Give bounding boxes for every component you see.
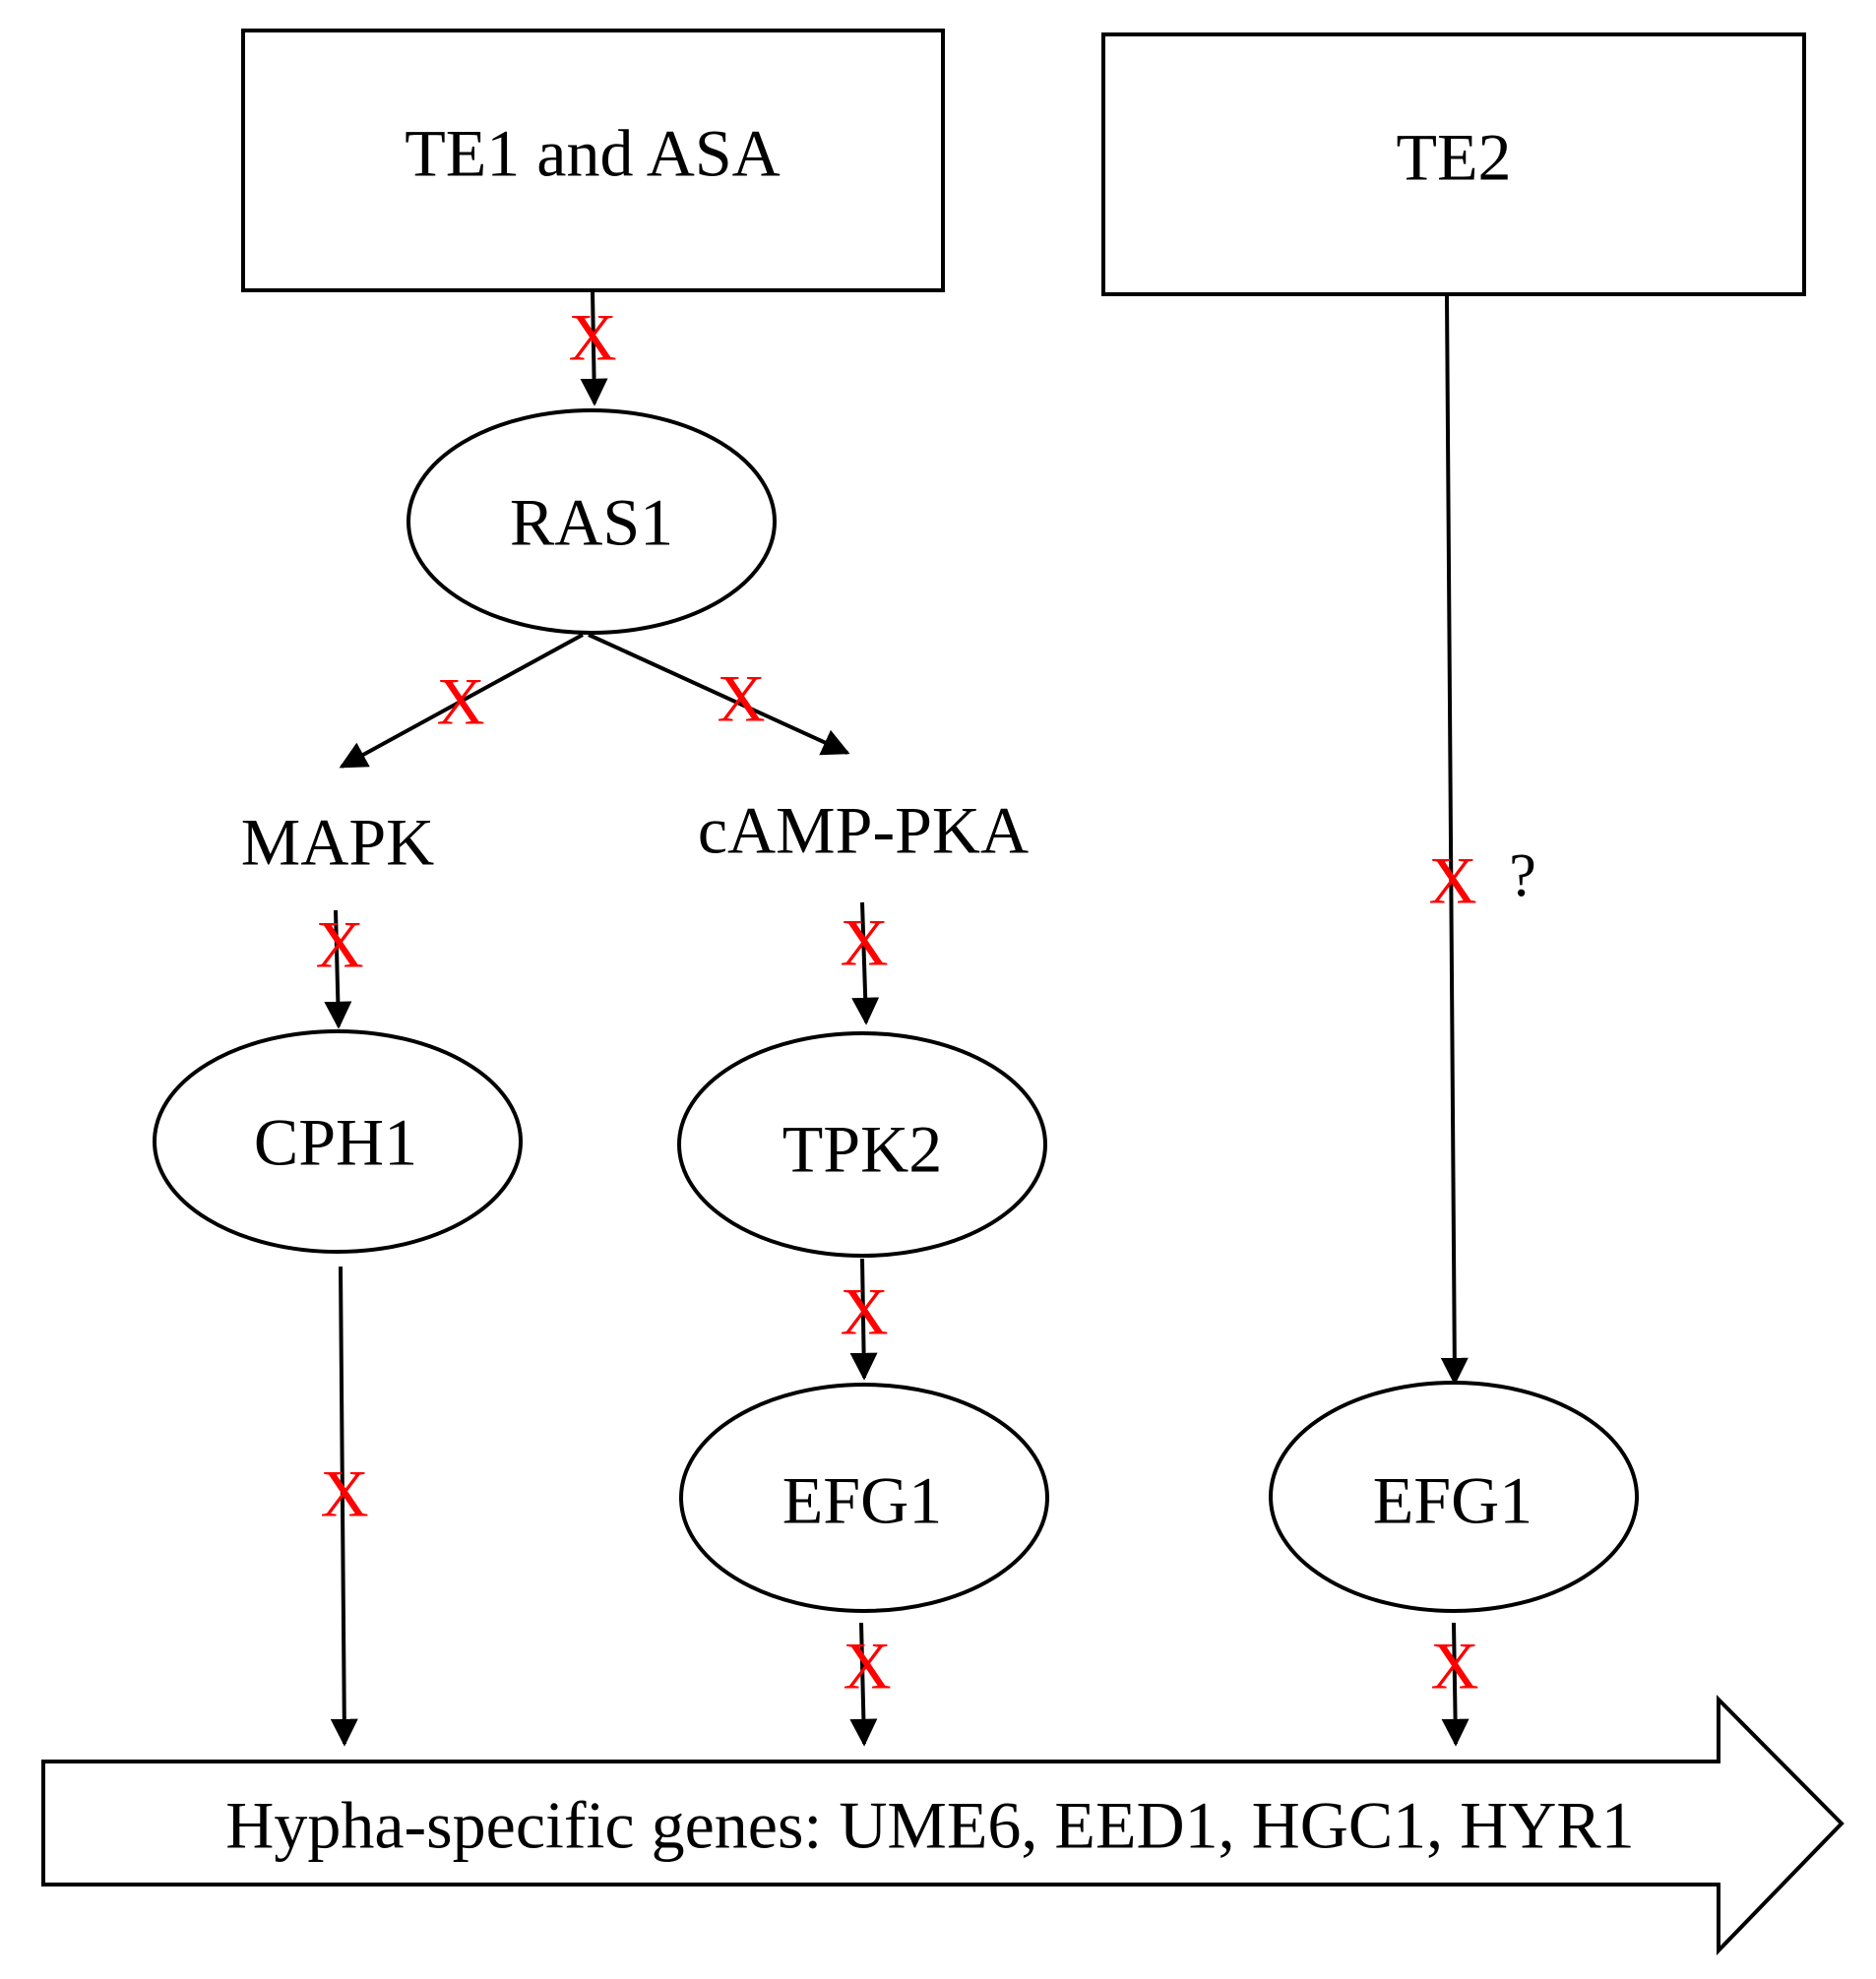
tpk2-node — [677, 1031, 1047, 1258]
te1-asa-label: TE1 and ASA — [405, 116, 781, 191]
edge-ras1-mapk — [339, 633, 584, 769]
edge-camp-tpk2 — [851, 901, 880, 1025]
tpk2-label: TPK2 — [782, 1112, 942, 1187]
efg1-node-left — [679, 1383, 1049, 1613]
edge-te2-efg1 — [1440, 295, 1469, 1386]
edge-cph1-genes — [330, 1266, 358, 1747]
cph1-node — [153, 1029, 523, 1254]
ras1-node — [406, 408, 777, 635]
te2-box — [1101, 32, 1806, 296]
block-mark-efg1-genes-right: X — [1430, 1629, 1478, 1703]
efg1-right-label: EFG1 — [1373, 1463, 1532, 1538]
te2-label: TE2 — [1396, 120, 1511, 195]
edge-ras1-camp — [588, 633, 850, 756]
ras1-label: RAS1 — [510, 485, 673, 560]
edge-efg1-genes-left — [849, 1622, 878, 1747]
te1-asa-box — [241, 29, 945, 292]
efg1-left-label: EFG1 — [782, 1463, 942, 1538]
block-mark-cph1-genes: X — [320, 1456, 368, 1531]
block-mark-mapk-cph1: X — [315, 907, 363, 982]
hypha-genes-arrow — [41, 1695, 1845, 1955]
block-mark-te1-ras1: X — [568, 300, 616, 375]
edge-efg1-genes-right — [1441, 1622, 1470, 1747]
block-mark-ras1-mapk: X — [436, 664, 484, 739]
block-mark-camp-tpk2: X — [840, 905, 888, 980]
block-mark-efg1-genes-left: X — [843, 1629, 891, 1703]
edge-tpk2-efg1 — [849, 1258, 878, 1381]
edge-mapk-cph1 — [324, 909, 352, 1029]
mapk-label: MAPK — [241, 805, 435, 880]
cph1-label: CPH1 — [254, 1105, 417, 1180]
efg1-node-right — [1269, 1381, 1639, 1613]
hypha-genes-label: Hypha-specific genes: UME6, EED1, HGC1, … — [225, 1788, 1635, 1863]
block-mark-ras1-camp: X — [717, 661, 765, 736]
edge-te1-ras1 — [580, 289, 608, 406]
camp-pka-label: cAMP-PKA — [698, 793, 1029, 868]
block-mark-te2-efg1: X — [1428, 843, 1476, 918]
uncertain-mark-te2-efg1: ? — [1509, 842, 1536, 909]
block-mark-tpk2-efg1: X — [840, 1274, 888, 1349]
